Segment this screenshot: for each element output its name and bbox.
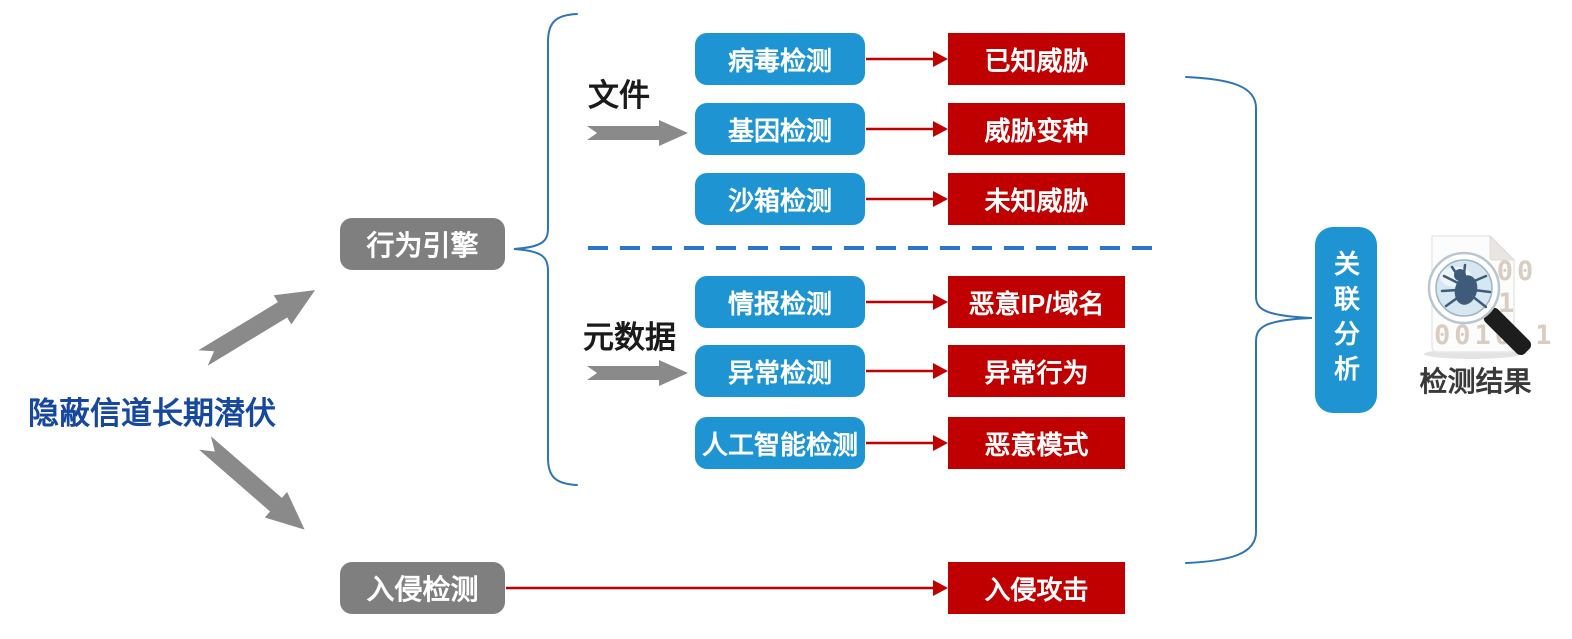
result-label: 入侵攻击: [984, 574, 1089, 605]
result-label: 未知威胁: [984, 185, 1089, 216]
result-box-intrusion-attack[interactable]: 入侵攻击: [948, 562, 1125, 614]
behavior-engine-label: 行为引擎: [366, 230, 479, 261]
arrow-ai-to-pattern: [866, 435, 948, 451]
detector-label: 病毒检测: [727, 45, 832, 76]
result-box-unknown-threat[interactable]: 未知威胁: [948, 173, 1125, 225]
intrusion-detection-label: 入侵检测: [366, 574, 479, 605]
result-label: 恶意模式: [984, 429, 1089, 460]
result-box-malicious-ip[interactable]: 恶意IP/域名: [948, 276, 1125, 328]
arrow-source-to-behavior: [198, 290, 316, 366]
left-brace: [513, 13, 578, 486]
result-label: 恶意IP/域名: [968, 288, 1105, 319]
correlation-analysis-box[interactable]: 关联分析: [1315, 227, 1377, 413]
detector-box-virus[interactable]: 病毒检测: [695, 33, 865, 85]
source-label: 隐蔽信道长期潜伏: [28, 396, 276, 431]
result-box-threat-variant[interactable]: 威胁变种: [948, 103, 1125, 155]
document-bug-magnifier-icon: 01 00 1 0010 1: [1424, 234, 1552, 359]
detection-result-label: 检测结果: [1419, 366, 1532, 397]
file-input-label: 文件: [588, 78, 650, 113]
result-label: 已知威胁: [984, 45, 1089, 76]
detector-label: 基因检测: [727, 115, 832, 146]
metadata-input-arrow: [587, 360, 688, 386]
arrow-intrusion-to-attack: [506, 580, 948, 596]
result-box-known-threat[interactable]: 已知威胁: [948, 33, 1125, 85]
detector-box-gene[interactable]: 基因检测: [695, 103, 865, 155]
file-input-arrow: [587, 120, 688, 146]
arrow-virus-to-known: [866, 51, 948, 67]
detector-box-ai[interactable]: 人工智能检测: [695, 417, 865, 469]
arrow-gene-to-variant: [866, 121, 948, 137]
bug-glyph: [1440, 263, 1492, 309]
behavior-engine-box[interactable]: 行为引擎: [340, 218, 505, 270]
result-box-malicious-pattern[interactable]: 恶意模式: [948, 417, 1125, 469]
binary-digits-row: 1: [1498, 288, 1518, 319]
detector-label: 人工智能检测: [701, 429, 858, 460]
detector-label: 异常检测: [727, 357, 832, 388]
metadata-input-label: 元数据: [583, 320, 676, 355]
arrow-sandbox-to-unknown: [866, 191, 948, 207]
detector-box-sandbox[interactable]: 沙箱检测: [695, 173, 865, 225]
arrow-source-to-intrusion: [199, 436, 305, 530]
result-label: 威胁变种: [984, 115, 1089, 146]
result-box-abnormal-behavior[interactable]: 异常行为: [948, 345, 1125, 397]
result-label: 异常行为: [984, 357, 1089, 388]
detector-label: 情报检测: [727, 288, 832, 319]
arrow-anomaly-to-behavior: [866, 363, 948, 379]
right-brace: [1185, 76, 1313, 564]
detector-box-intelligence[interactable]: 情报检测: [695, 276, 865, 328]
correlation-analysis-label: 关联分析: [1330, 250, 1361, 390]
detector-box-anomaly[interactable]: 异常检测: [695, 345, 865, 397]
detector-label: 沙箱检测: [727, 185, 832, 216]
magnifier-handle: [1483, 307, 1532, 356]
document-fold: [1489, 234, 1516, 261]
intrusion-detection-box[interactable]: 入侵检测: [340, 562, 505, 614]
arrow-intel-to-malicious-ip: [866, 294, 948, 310]
